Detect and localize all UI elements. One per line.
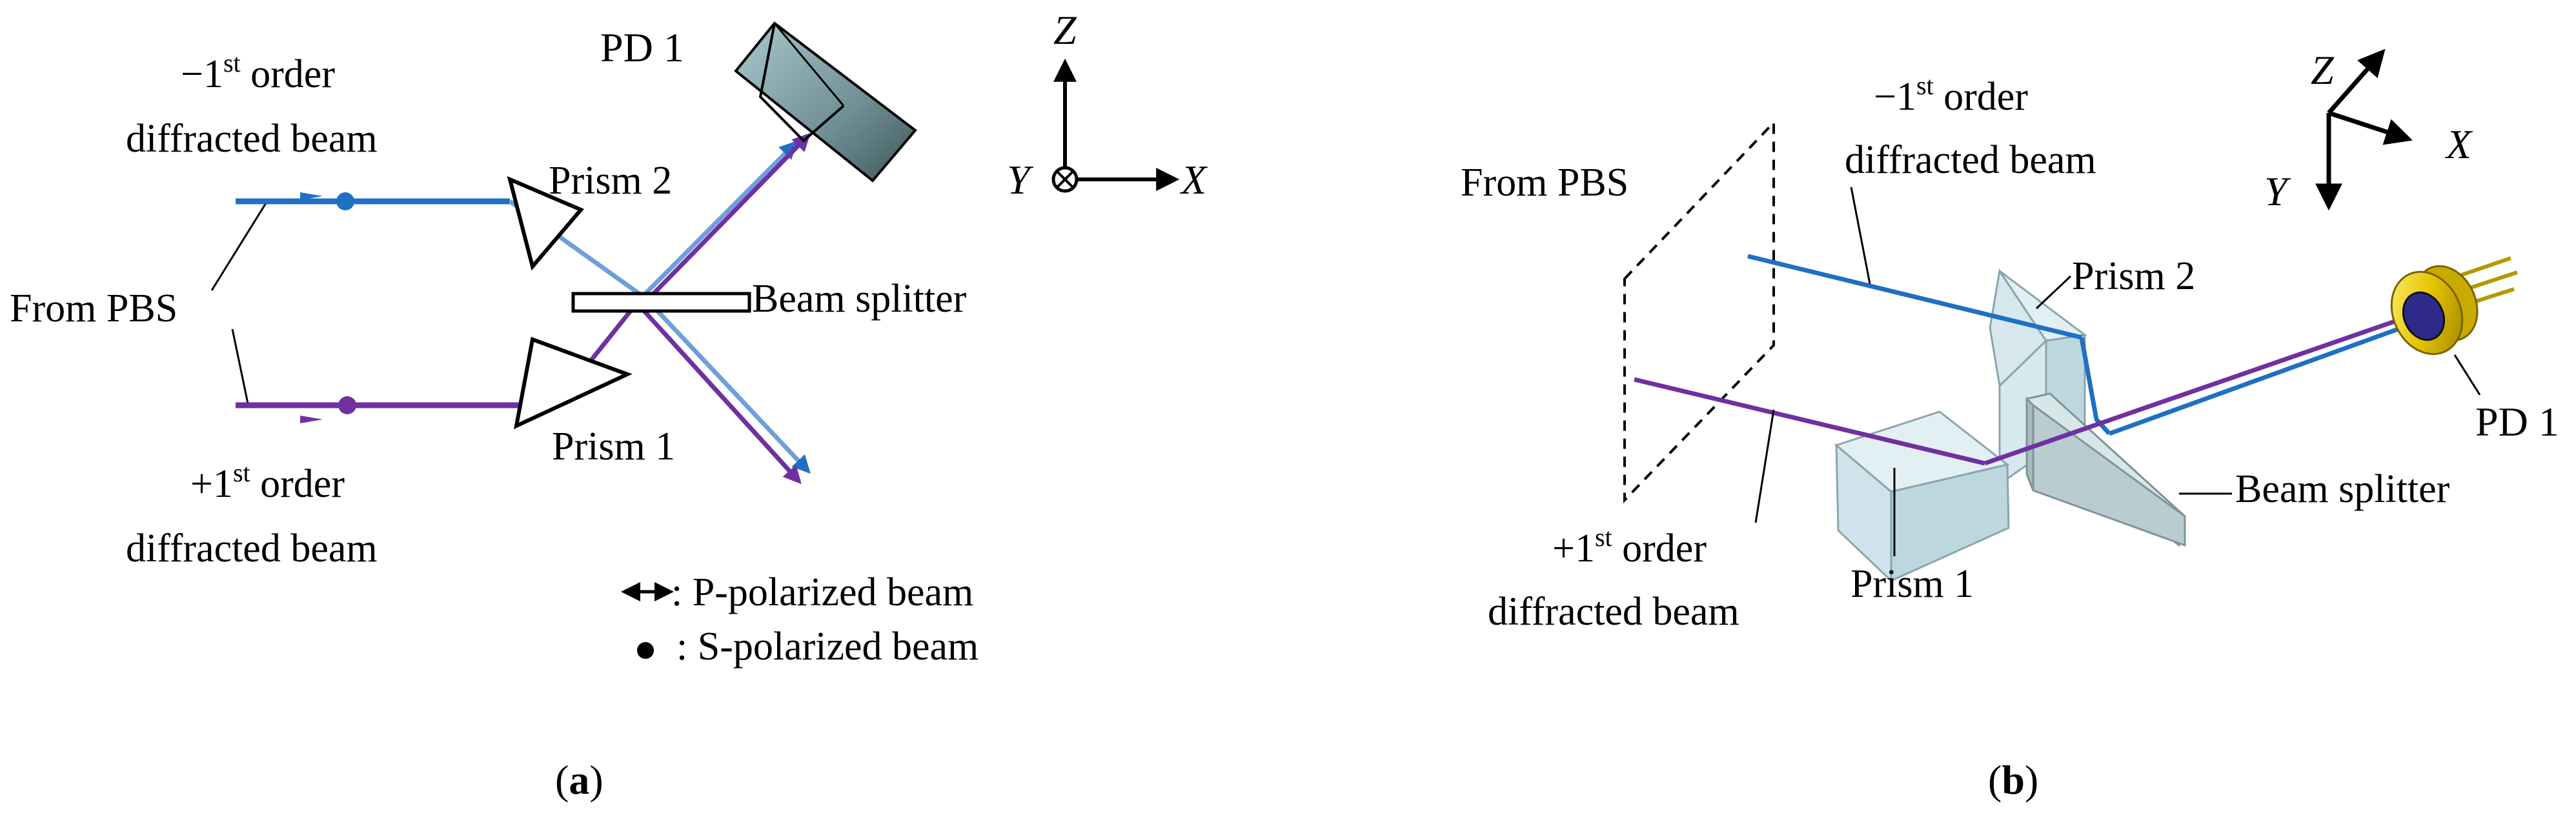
- minus-first-leader-b: [1850, 186, 1872, 288]
- axis-y-label-b: Y: [2264, 168, 2291, 214]
- beam-splitter-shape: [571, 292, 751, 313]
- plus-first-beam-b-to-pd: [1983, 305, 2436, 466]
- plus-first-beam-to-pd: [638, 132, 811, 309]
- minus-first-beam-to-pd: [634, 141, 798, 305]
- prism-1-shape: [513, 336, 633, 430]
- pd1-leader-b: [2453, 354, 2481, 396]
- legend-p-polarized: : P-polarized beam: [671, 570, 973, 614]
- axis-x-label-b: X: [2444, 121, 2473, 167]
- plus-first-beam-reflected: [629, 295, 802, 485]
- from-pbs-label-b: From PBS: [1461, 161, 1628, 205]
- plus-first-order-label: +1st order: [190, 458, 345, 506]
- prism-1-3d: [1834, 410, 2010, 583]
- legend-a: : P-polarized beam : S-polarized beam: [621, 570, 979, 669]
- minus-first-order-label-b: −1st order: [1874, 71, 2028, 119]
- axis-z-label-a: Z: [1053, 7, 1077, 53]
- p-polarization-tick-purple: [300, 416, 323, 423]
- minus-first-beam-b-in: [1747, 254, 2082, 340]
- beam-splitter-label-b: Beam splitter: [2235, 467, 2450, 511]
- legend-s-polarized: : S-polarized beam: [676, 625, 979, 669]
- prism-1-label-b: Prism 1: [1851, 562, 1974, 606]
- pd1-photodiode-3d: [2390, 256, 2518, 356]
- from-pbs-leader-upper: [210, 199, 269, 291]
- minus-first-beam-b-prism: [2079, 337, 2111, 436]
- panel-b: From PBS −1st order diffracted beam Pris…: [1461, 47, 2559, 803]
- caption-a: (a): [555, 757, 603, 803]
- axes-a: [1051, 58, 1180, 193]
- s-polarized-icon: [637, 642, 654, 659]
- s-polarization-dot-purple: [338, 396, 356, 414]
- axis-z-label-b: Z: [2311, 47, 2335, 93]
- prism-2-leader-b: [2035, 275, 2072, 310]
- pd1-label: PD 1: [600, 25, 684, 70]
- from-pbs-leader-lower: [231, 328, 250, 407]
- beam-splitter-3d: [2025, 392, 2186, 547]
- prism-2-shape: [507, 176, 584, 271]
- plus-first-order-label-line2: diffracted beam: [126, 527, 378, 570]
- plus-first-order-label-b: +1st order: [1552, 523, 1707, 570]
- axis-x-label-a: X: [1179, 157, 1208, 203]
- minus-first-beam-b-to-pd: [2108, 314, 2434, 436]
- caption-b: (b): [1988, 757, 2038, 803]
- prism-2-label: Prism 2: [549, 159, 672, 203]
- from-pbs-label: From PBS: [10, 287, 177, 330]
- plus-first-leader-b: [1754, 409, 1775, 523]
- p-polarization-tick-blue: [300, 192, 323, 200]
- plus-first-order-label-b-line2: diffracted beam: [1488, 590, 1739, 634]
- axes-b: [2315, 48, 2413, 211]
- panel-a: −1st order diffracted beam From PBS Pris…: [10, 7, 1208, 803]
- minus-first-beam-through-splitter: [644, 296, 811, 474]
- prism-1-label: Prism 1: [552, 425, 675, 468]
- prism-2-label-b: Prism 2: [2072, 254, 2195, 298]
- pd1-detector: [734, 21, 917, 183]
- pd1-label-b: PD 1: [2475, 399, 2559, 445]
- s-polarization-dot-blue: [336, 192, 354, 210]
- beam-splitter-label: Beam splitter: [752, 277, 967, 321]
- minus-first-order-label: −1st order: [181, 48, 335, 96]
- minus-first-order-label-b-line2: diffracted beam: [1845, 138, 2096, 182]
- minus-first-order-label-line2: diffracted beam: [126, 117, 378, 161]
- axis-y-label-a: Y: [1007, 157, 1034, 203]
- pbs-plane: [1623, 119, 1775, 503]
- plus-first-beam-b-in: [1634, 377, 1985, 466]
